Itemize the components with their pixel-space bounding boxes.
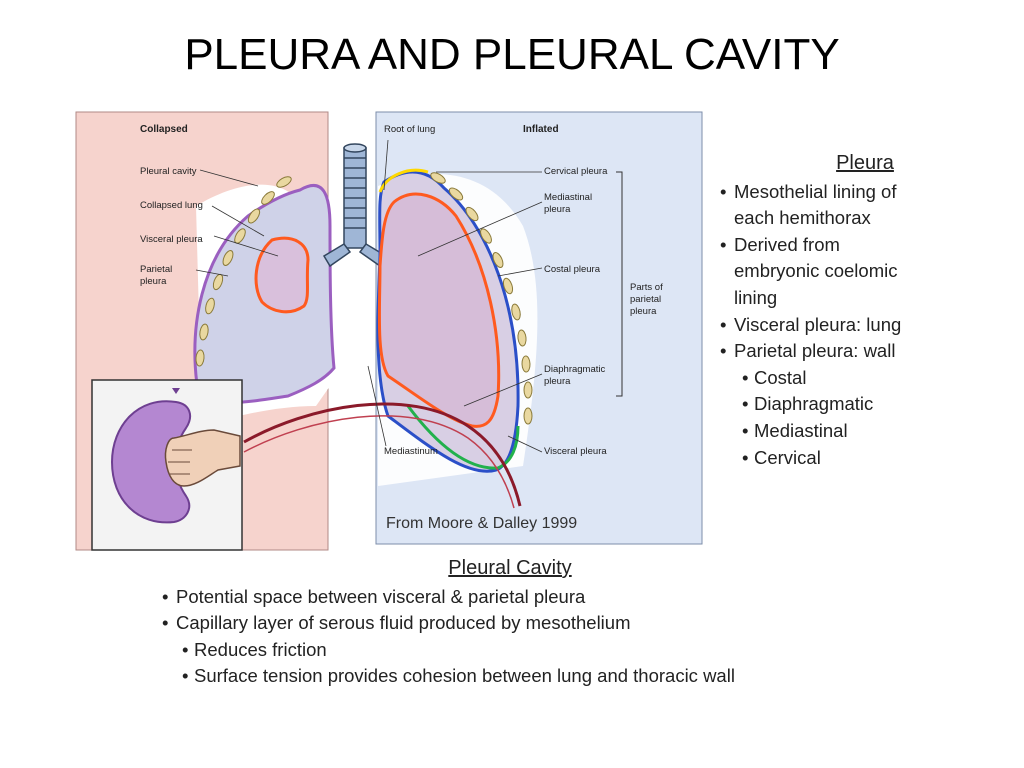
cavity-item: Potential space between visceral & parie… (160, 584, 920, 611)
cavity-subitem: Reduces friction (180, 637, 920, 664)
pleura-heading: Pleura (836, 152, 894, 174)
pleura-item-line: Mesothelial lining of (734, 180, 897, 202)
pleura-subitem: Costal (740, 365, 1018, 392)
label-mediastinal-1: Mediastinal (544, 192, 592, 203)
inflated-lung (377, 192, 501, 428)
pleura-item-line: lining (734, 286, 778, 308)
label-parts-3: pleura (630, 306, 657, 317)
inflated-heading: Inflated (523, 124, 559, 135)
pleura-notes: Pleura Mesothelial lining of each hemith… (718, 150, 1018, 471)
label-visceral-pleura-right: Visceral pleura (544, 446, 607, 457)
collapsed-heading: Collapsed (140, 124, 188, 135)
pleura-subitem: Cervical (740, 445, 1018, 472)
trachea (322, 143, 388, 268)
pleura-item-text: Parietal pleura: wall (734, 340, 896, 362)
cavity-item: Capillary layer of serous fluid produced… (160, 610, 920, 637)
parts-bracket (616, 171, 623, 397)
label-costal-pleura: Costal pleura (544, 264, 601, 275)
label-cervical-pleura: Cervical pleura (544, 166, 608, 177)
label-mediastinum: Mediastinum (384, 446, 438, 457)
label-pleura-left: pleura (140, 276, 167, 287)
label-visceral-pleura-left: Visceral pleura (140, 234, 203, 245)
pleura-item-line: Derived from (734, 233, 840, 255)
slide-title: PLEURA AND PLEURAL CAVITY (184, 30, 840, 79)
pleura-diagram: Collapsed Pleural cavity Collapsed lung … (68, 106, 710, 552)
pleura-item-line: embryonic coelomic (734, 260, 898, 282)
pleura-item: Derived from embryonic coelomic lining (718, 232, 1018, 312)
cavity-heading: Pleural Cavity (448, 557, 572, 579)
pleura-item-line: each hemithorax (734, 207, 871, 229)
pleura-item: Mesothelial lining of each hemithorax (718, 179, 1018, 232)
pleura-item-text: Visceral pleura: lung (734, 313, 902, 335)
label-parts-1: Parts of (630, 282, 663, 293)
pleural-cavity-notes: Pleural Cavity Potential space between v… (160, 555, 920, 690)
pleura-item: Parietal pleura: wall Costal Diaphragmat… (718, 338, 1018, 471)
pleura-item: Visceral pleura: lung (718, 312, 1018, 339)
label-pleural-cavity: Pleural cavity (140, 166, 197, 177)
balloon-fist-inset (91, 379, 243, 551)
label-root-of-lung: Root of lung (384, 124, 435, 135)
label-collapsed-lung: Collapsed lung (140, 200, 203, 211)
cervical-pleura (378, 168, 429, 193)
pleura-subitem: Diaphragmatic (740, 391, 1018, 418)
label-parietal-left: Parietal (140, 264, 172, 275)
label-mediastinal-2: pleura (544, 204, 571, 215)
pleura-subitem: Mediastinal (740, 418, 1018, 445)
collapsed-lung (254, 236, 310, 314)
diaphragmatic-pleura (406, 405, 520, 470)
cavity-subitem: Surface tension provides cohesion betwee… (180, 663, 920, 690)
label-diaphragmatic-1: Diaphragmatic (544, 364, 605, 375)
diaphragm (243, 402, 522, 507)
label-parts-2: parietal (630, 294, 661, 305)
figure-credit: From Moore & Dalley 1999 (386, 515, 577, 532)
label-diaphragmatic-2: pleura (544, 376, 571, 387)
